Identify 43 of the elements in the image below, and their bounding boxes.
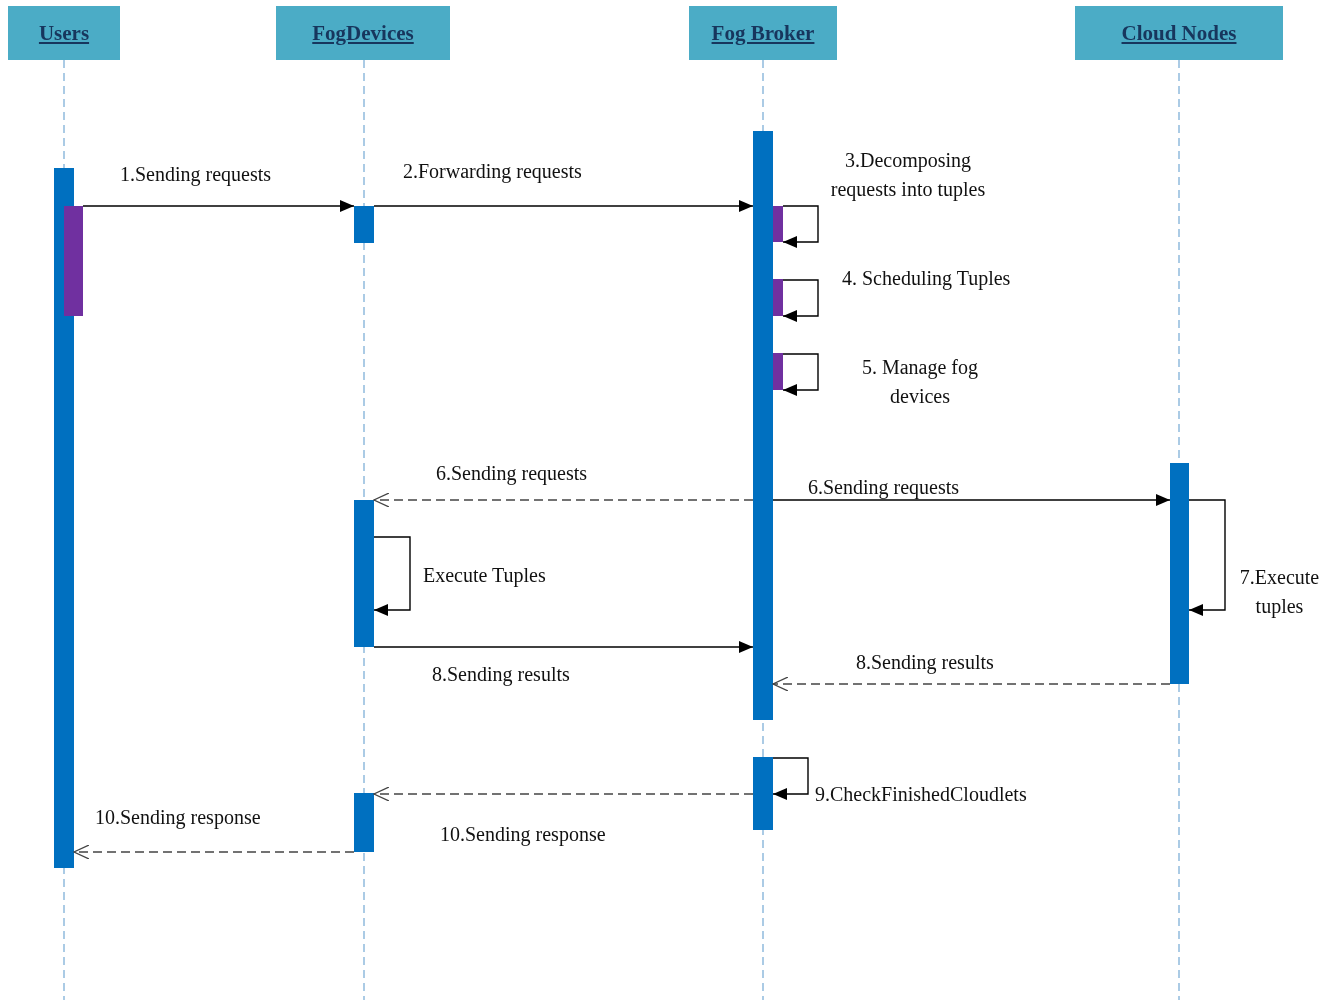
lifeline-header: Cloud Nodes <box>1075 6 1283 60</box>
message-arrow <box>772 676 1171 692</box>
activation-bar <box>773 353 783 390</box>
lifeline-header: Fog Broker <box>689 6 837 60</box>
message-label: 5. Manage fog devices <box>860 355 980 409</box>
message-label: 8.Sending results <box>432 662 570 688</box>
message-arrow <box>782 205 819 248</box>
activation-bar <box>1170 463 1189 684</box>
message-arrow <box>772 757 809 800</box>
message-label: 1.Sending requests <box>120 162 272 188</box>
lifeline-header: Users <box>8 6 120 60</box>
message-arrow <box>782 279 819 322</box>
activation-bar <box>64 206 83 316</box>
message-arrow <box>373 492 754 508</box>
message-label: 2.Forwarding requests <box>403 159 582 185</box>
message-label: 7.Execute tuples <box>1238 565 1321 620</box>
message-arrow <box>782 353 819 396</box>
message-arrow <box>73 844 355 860</box>
message-arrow <box>373 786 754 802</box>
message-label: Execute Tuples <box>423 563 546 589</box>
activation-bar <box>54 168 74 868</box>
message-arrow <box>1188 499 1226 616</box>
message-arrow <box>772 494 1171 506</box>
lifeline-header: FogDevices <box>276 6 450 60</box>
activation-bar <box>773 279 783 316</box>
message-label: 10.Sending response <box>95 805 261 831</box>
message-arrow <box>373 536 411 616</box>
activation-bar <box>753 757 773 830</box>
activation-bar <box>753 131 773 720</box>
activation-bar <box>354 206 374 243</box>
message-arrow <box>373 200 754 212</box>
activation-bar <box>773 206 783 242</box>
message-label: 4. Scheduling Tuples <box>842 266 1011 292</box>
message-label: 10.Sending response <box>440 822 606 848</box>
message-label: 6.Sending requests <box>436 461 588 487</box>
activation-bar <box>354 793 374 852</box>
message-label: 9.CheckFinishedCloudlets <box>815 782 1027 807</box>
message-arrow <box>373 641 754 653</box>
message-label: 8.Sending results <box>856 650 994 676</box>
message-arrow <box>82 200 355 212</box>
message-label: 6.Sending requests <box>808 475 960 501</box>
message-label: 3.Decomposing requests into tuples <box>829 148 987 203</box>
activation-bar <box>354 500 374 647</box>
